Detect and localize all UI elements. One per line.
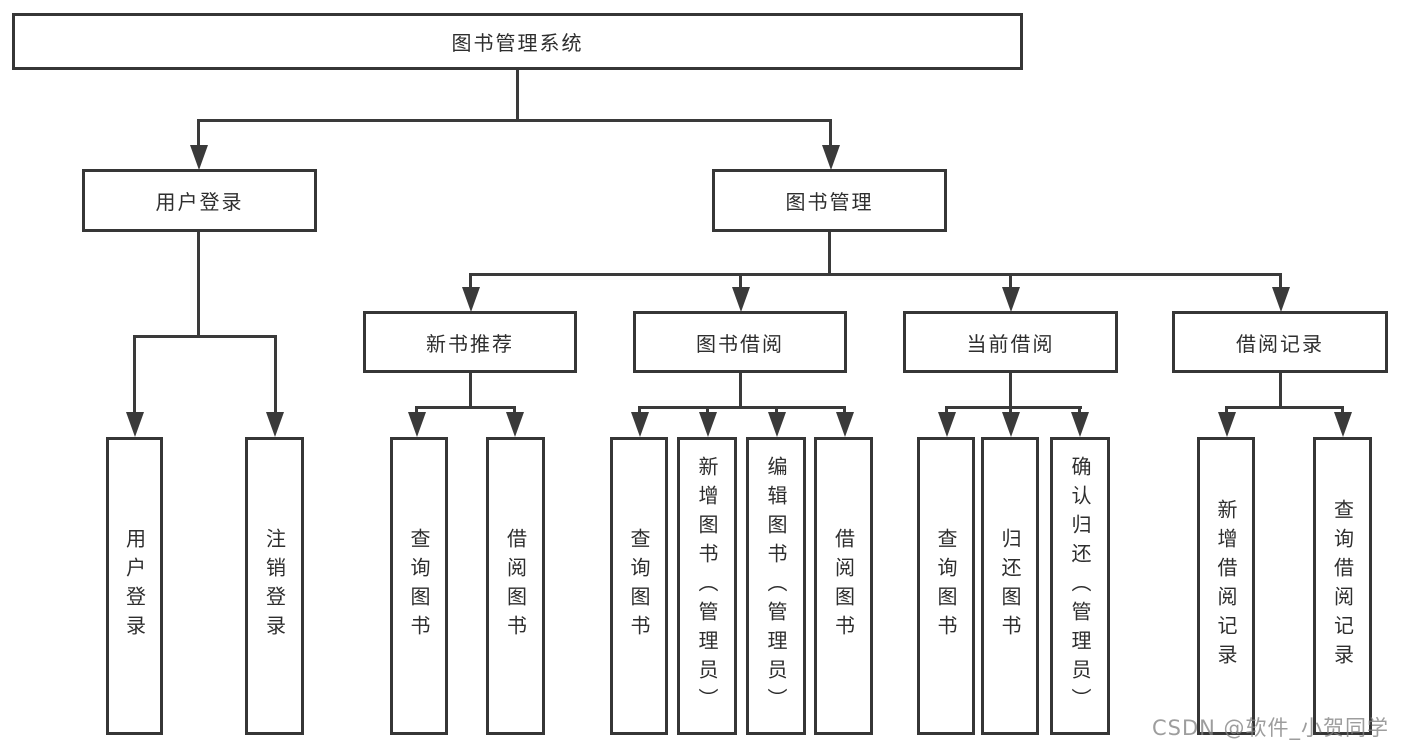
leaf-query-books: 查询图书 (390, 437, 448, 735)
arrow-down-icon (732, 287, 750, 312)
arrow-down-icon (1334, 412, 1352, 437)
connector-drop (843, 406, 846, 416)
arrow-down-icon (408, 412, 426, 437)
arrow-down-icon (1071, 412, 1089, 437)
connector-rail-user (133, 335, 277, 338)
connector-drop (1009, 273, 1012, 293)
connector-stub (1279, 373, 1282, 409)
connector-drop (513, 406, 516, 416)
arrow-down-icon (126, 412, 144, 437)
arrow-down-icon (768, 412, 786, 437)
leaf-add-books-admin: 新增图书（管理员） (677, 437, 737, 735)
watermark: CSDN @软件_小贺同学 (1152, 716, 1390, 740)
leaf-query-books: 查询图书 (610, 437, 668, 735)
connector-drop (1009, 406, 1012, 416)
arrow-down-icon (822, 145, 840, 170)
node-user-login: 用户登录 (82, 169, 317, 232)
arrow-down-icon (938, 412, 956, 437)
connector-drop (469, 273, 472, 293)
node-borrow-records: 借阅记录 (1172, 311, 1388, 373)
connector-drop (1341, 406, 1344, 416)
leaf-user-login: 用户登录 (106, 437, 163, 735)
connector-drop (274, 335, 277, 415)
connector-stub (469, 373, 472, 409)
connector-rail (1225, 406, 1344, 409)
arrow-down-icon (836, 412, 854, 437)
arrow-down-icon (631, 412, 649, 437)
leaf-confirm-return-admin: 确认归还（管理员） (1050, 437, 1110, 735)
node-root: 图书管理系统 (12, 13, 1023, 70)
connector-drop (706, 406, 709, 416)
connector-rail (945, 406, 1082, 409)
node-book-borrow: 图书借阅 (633, 311, 847, 373)
leaf-return-books: 归还图书 (981, 437, 1039, 735)
leaf-add-borrow-record: 新增借阅记录 (1197, 437, 1255, 735)
leaf-edit-books-admin: 编辑图书（管理员） (746, 437, 806, 735)
connector-drop (638, 406, 641, 416)
connector-root-stub (516, 69, 519, 121)
leaf-logout: 注销登录 (245, 437, 304, 735)
arrow-down-icon (462, 287, 480, 312)
arrow-down-icon (1218, 412, 1236, 437)
connector-rail-level2 (197, 119, 832, 122)
connector-stub (1009, 373, 1012, 409)
connector-drop (775, 406, 778, 416)
connector-drop (1225, 406, 1228, 416)
connector-rail (638, 406, 846, 409)
node-current-borrow: 当前借阅 (903, 311, 1118, 373)
node-book-management: 图书管理 (712, 169, 947, 232)
connector-drop (1078, 406, 1081, 416)
connector-stub (739, 373, 742, 409)
arrow-down-icon (1272, 287, 1290, 312)
connector-book-stub (828, 232, 831, 276)
leaf-borrow-books: 借阅图书 (814, 437, 873, 735)
connector-user-stub (197, 232, 200, 338)
connector-drop (133, 335, 136, 415)
arrow-down-icon (699, 412, 717, 437)
leaf-query-books: 查询图书 (917, 437, 975, 735)
connector-drop-user (197, 119, 200, 149)
connector-drop (1279, 273, 1282, 293)
connector-rail-level3 (469, 273, 1281, 276)
connector-drop (945, 406, 948, 416)
connector-drop (415, 406, 418, 416)
leaf-query-borrow-record: 查询借阅记录 (1313, 437, 1372, 735)
arrow-down-icon (190, 145, 208, 170)
connector-drop-book (829, 119, 832, 149)
arrow-down-icon (1002, 412, 1020, 437)
connector-rail (415, 406, 516, 409)
arrow-down-icon (1002, 287, 1020, 312)
arrow-down-icon (506, 412, 524, 437)
connector-drop (739, 273, 742, 293)
leaf-borrow-books: 借阅图书 (486, 437, 545, 735)
node-new-book-recommend: 新书推荐 (363, 311, 577, 373)
arrow-down-icon (266, 412, 284, 437)
